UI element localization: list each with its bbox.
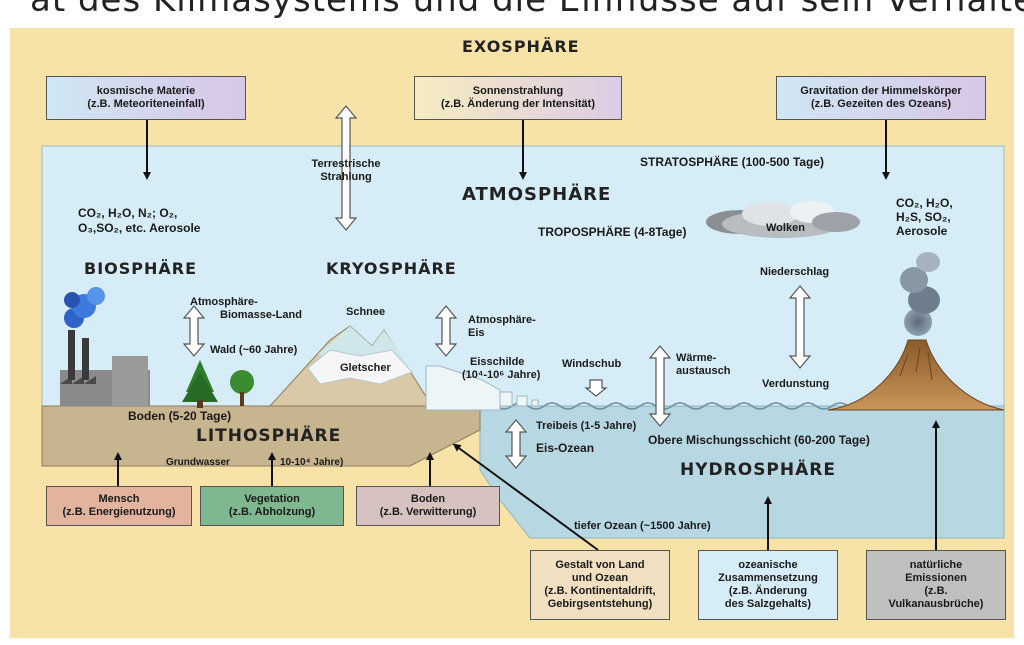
cropped-title: ät des Klimasystems und die Einflüsse au… bbox=[30, 0, 1024, 20]
box-soil: Boden (z.B. Verwitterung) bbox=[356, 486, 500, 526]
glacier-label: Gletscher bbox=[340, 362, 391, 374]
box-solar-radiation: Sonnenstrahlung (z.B. Änderung der Inten… bbox=[414, 76, 622, 120]
box-example: (z.B. Änderung der Intensität) bbox=[441, 98, 595, 110]
terrestrial-radiation-label: Terrestrische Strahlung bbox=[306, 158, 386, 184]
bio-gases-line2: O₃,SO₂, etc. Aerosole bbox=[78, 221, 201, 235]
terrestrial-line2: Strahlung bbox=[320, 171, 372, 183]
box-ocean-composition: ozeanische Zusammensetzung (z.B. Änderun… bbox=[698, 550, 838, 620]
cloud-icon bbox=[706, 201, 860, 238]
box-cosmic-matter: kosmische Materie (z.B. Meteoriteneinfal… bbox=[46, 76, 246, 120]
snow-label: Schnee bbox=[346, 306, 386, 318]
box-title-2: Zusammensetzung bbox=[718, 572, 818, 584]
box-example: (z.B. Änderung bbox=[728, 585, 808, 597]
box-title: Gravitation der Himmelskörper bbox=[800, 85, 962, 97]
box-title-2: Emissionen bbox=[905, 572, 967, 584]
ice-sheet-line2: (10⁴-10⁶ Jahre) bbox=[462, 369, 541, 381]
exosphere-label: EXOSPHÄRE bbox=[462, 37, 580, 56]
double-arrows bbox=[182, 105, 812, 469]
evaporation-label: Verdunstung bbox=[762, 378, 830, 390]
box-example: (z.B. Abholzung) bbox=[228, 506, 316, 518]
mountain-icon bbox=[268, 325, 433, 407]
box-land-ocean-shape: Gestalt von Land und Ozean (z.B. Kontine… bbox=[530, 550, 670, 620]
box-example: (z.B. Meteoriteneinfall) bbox=[87, 98, 205, 110]
volcanic-gases-label: CO₂, H₂O, H₂S, SO₂, Aerosole bbox=[896, 196, 953, 238]
volc-line1: CO₂, H₂O, bbox=[896, 196, 953, 210]
ocean-area bbox=[479, 405, 1005, 539]
box-example-2: Vulkanausbrüche) bbox=[888, 598, 984, 610]
precipitation-label: Niederschlag bbox=[760, 266, 830, 278]
volc-line2: H₂S, SO₂, bbox=[896, 210, 951, 224]
soil-time-label: Boden (5-20 Tage) bbox=[128, 409, 232, 423]
terrestrial-line1: Terrestrische bbox=[311, 158, 381, 170]
box-example: (z.B. Gezeiten des Ozeans) bbox=[811, 98, 951, 110]
heat-line1: Wärme- bbox=[676, 352, 717, 364]
box-example: (z.B. Verwitterung) bbox=[379, 506, 477, 518]
box-example: (z.B. Energienutzung) bbox=[62, 506, 176, 518]
heat-line2: austausch bbox=[676, 365, 731, 377]
atm-bio-line1: Atmosphäre- bbox=[190, 296, 258, 308]
box-example: (z.B. Kontinentaldrift, bbox=[544, 585, 656, 597]
lithosphere-label: LITHOSPHÄRE bbox=[196, 426, 342, 446]
groundwater-label: Grundwasser bbox=[166, 457, 230, 468]
volc-line3: Aerosole bbox=[896, 224, 948, 238]
box-title: Boden bbox=[410, 493, 446, 505]
troposphere-label: TROPOSPHÄRE (4-8Tage) bbox=[538, 225, 687, 239]
ice-ocean-label: Eis-Ozean bbox=[536, 441, 595, 455]
atmosphere-label: ATMOSPHÄRE bbox=[462, 184, 612, 205]
ice-sheet-line1: Eisschilde bbox=[470, 356, 525, 368]
box-title: ozeanische bbox=[738, 559, 798, 571]
box-title: kosmische Materie bbox=[96, 85, 196, 97]
box-title: Sonnenstrahlung bbox=[472, 85, 564, 97]
box-title: Mensch bbox=[98, 493, 140, 505]
atmosphere-area bbox=[41, 145, 1005, 407]
atm-ice-line1: Atmosphäre- bbox=[468, 314, 536, 326]
box-title: Vegetation bbox=[244, 493, 300, 505]
trees-icon bbox=[182, 360, 254, 408]
wind-stress-label: Windschub bbox=[562, 358, 622, 370]
atm-bio-label: Atmosphäre- Biomasse-Land bbox=[190, 296, 302, 322]
box-title: natürliche bbox=[909, 559, 963, 571]
bio-gases-line1: CO₂, H₂O, N₂; O₂, bbox=[78, 206, 178, 220]
box-title: Gestalt von Land bbox=[555, 559, 645, 571]
hydrosphere-label: HYDROSPHÄRE bbox=[680, 460, 836, 480]
forest-label: Wald (~60 Jahre) bbox=[210, 344, 298, 356]
box-title-2: und Ozean bbox=[571, 572, 629, 584]
deep-ocean-label: tiefer Ozean (~1500 Jahre) bbox=[574, 520, 711, 532]
sea-ice-label: Treibeis (1-5 Jahre) bbox=[536, 420, 637, 432]
atm-ice-line2: Eis bbox=[468, 327, 485, 339]
bio-gases-label: CO₂, H₂O, N₂; O₂, O₃,SO₂, etc. Aerosole bbox=[78, 206, 200, 236]
box-vegetation: Vegetation (z.B. Abholzung) bbox=[200, 486, 344, 526]
mixed-layer-label: Obere Mischungsschicht (60-200 Tage) bbox=[648, 433, 870, 447]
stratosphere-label: STRATOSPHÄRE (100-500 Tage) bbox=[640, 155, 825, 169]
atm-ice-label: Atmosphäre- Eis bbox=[468, 314, 536, 340]
volcano-icon bbox=[827, 252, 1005, 411]
biosphere-label: BIOSPHÄRE bbox=[84, 259, 198, 278]
heat-exchange-label: Wärme- austausch bbox=[676, 352, 730, 378]
ice-shelf-icon bbox=[425, 365, 539, 411]
ice-sheet-label: Eisschilde (10⁴-10⁶ Jahre) bbox=[462, 356, 540, 382]
box-example: (z.B. bbox=[924, 585, 948, 597]
box-natural-emissions: natürliche Emissionen (z.B. Vulkanausbrü… bbox=[866, 550, 1006, 620]
box-example-2: Gebirgsentstehung) bbox=[547, 598, 653, 610]
groundwater-time-label: 10-10⁴ Jahre) bbox=[280, 457, 344, 468]
box-example-2: des Salzgehalts) bbox=[724, 598, 812, 610]
box-gravitation: Gravitation der Himmelskörper (z.B. Geze… bbox=[776, 76, 986, 120]
arrows bbox=[114, 120, 940, 552]
factory-icon bbox=[60, 287, 150, 406]
cryosphere-label: KRYOSPHÄRE bbox=[326, 259, 457, 278]
box-human: Mensch (z.B. Energienutzung) bbox=[46, 486, 192, 526]
clouds-label: Wolken bbox=[766, 222, 805, 234]
atm-bio-line2: Biomasse-Land bbox=[220, 309, 302, 321]
